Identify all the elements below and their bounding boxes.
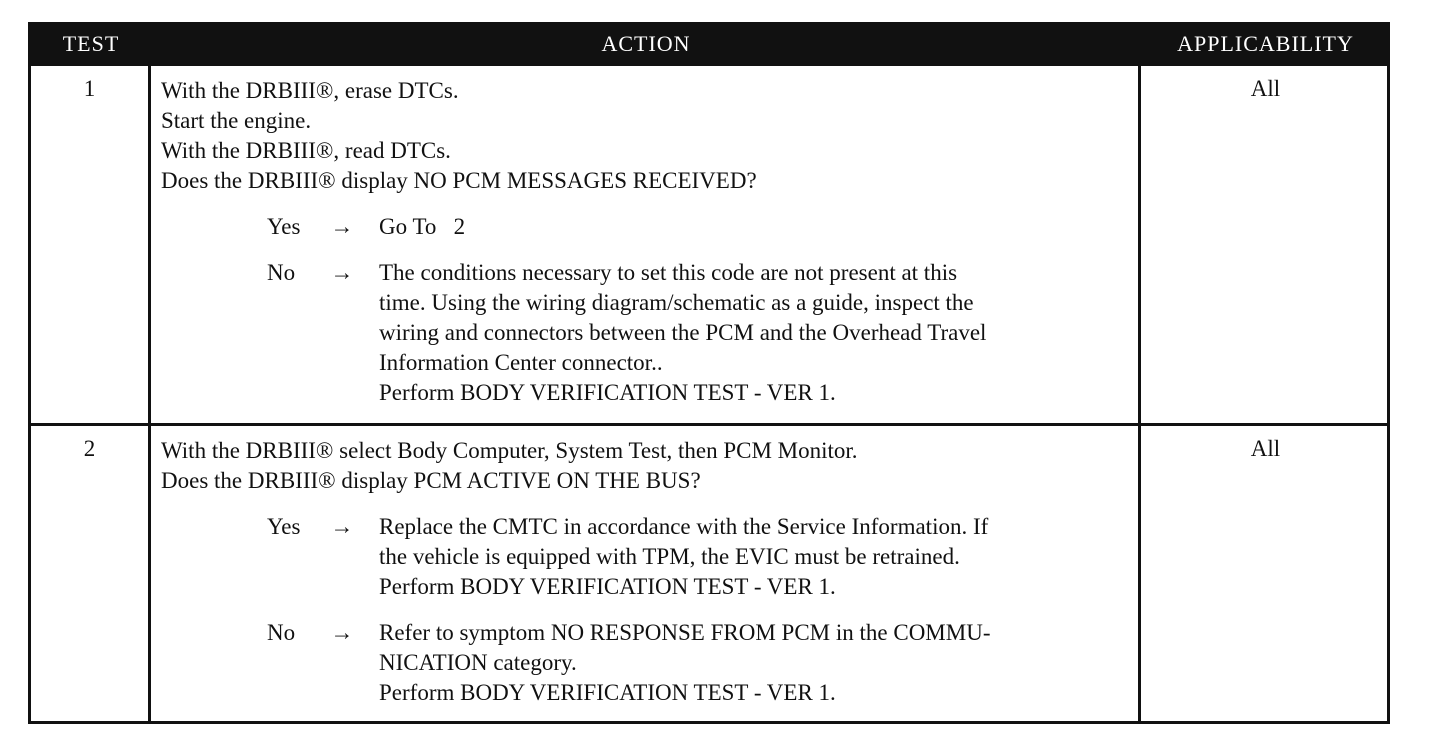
test-number: 1 (31, 66, 151, 423)
table-row: 2 With the DRBIII® select Body Computer,… (31, 423, 1387, 724)
diagnostic-table: TEST ACTION APPLICABILITY 1 With the DRB… (28, 22, 1390, 724)
branch-yes: Yes → Replace the CMTC in accordance wit… (161, 512, 1138, 602)
arrow-icon: → (330, 214, 354, 239)
header-action: ACTION (601, 31, 691, 56)
branch-line: Information Center connector.. (379, 350, 663, 375)
action-line: Does the DRBIII® display NO PCM MESSAGES… (161, 168, 757, 193)
branch-label: No (267, 620, 296, 645)
header-test: TEST (62, 31, 120, 56)
branch-label: Yes (267, 214, 301, 239)
applicability-value: All (1250, 436, 1281, 461)
applicability-value: All (1250, 76, 1281, 101)
branch-body: Refer to symptom NO RESPONSE FROM PCM in… (379, 618, 1139, 708)
branch-line: Perform BODY VERIFICATION TEST - VER 1. (379, 680, 836, 705)
branch-yes: Yes → Go To 2 (161, 212, 1138, 242)
arrow-icon: → (330, 620, 354, 645)
table-row: 1 With the DRBIII®, erase DTCs. Start th… (31, 63, 1387, 423)
branch-label: Yes (267, 514, 301, 539)
arrow-icon: → (330, 260, 354, 285)
header-applicability: APPLICABILITY (1177, 31, 1354, 56)
branch-body: Replace the CMTC in accordance with the … (379, 512, 1139, 602)
branch-line: Perform BODY VERIFICATION TEST - VER 1. (379, 574, 836, 599)
branch-line: NICATION category. (379, 650, 577, 675)
action-line: With the DRBIII®, read DTCs. (161, 138, 451, 163)
branch-body: The conditions necessary to set this cod… (379, 258, 1139, 408)
branch-line: The conditions necessary to set this cod… (379, 260, 958, 285)
branch-line: Go To 2 (379, 214, 466, 239)
branch-line: Replace the CMTC in accordance with the … (379, 514, 989, 539)
branch-line: time. Using the wiring diagram/schematic… (379, 290, 974, 315)
action-line: With the DRBIII® select Body Computer, S… (161, 438, 858, 463)
action-cell: With the DRBIII® select Body Computer, S… (151, 426, 1141, 724)
branch-line: Refer to symptom NO RESPONSE FROM PCM in… (379, 620, 991, 645)
branch-no: No → Refer to symptom NO RESPONSE FROM P… (161, 618, 1138, 708)
action-line: Start the engine. (161, 108, 312, 133)
branch-line: Perform BODY VERIFICATION TEST - VER 1. (379, 380, 836, 405)
action-cell: With the DRBIII®, erase DTCs. Start the … (151, 66, 1141, 423)
table-header: TEST ACTION APPLICABILITY (31, 25, 1387, 63)
branch-line: the vehicle is equipped with TPM, the EV… (379, 544, 960, 569)
action-line: With the DRBIII®, erase DTCs. (161, 78, 459, 103)
branch-line: wiring and connectors between the PCM an… (379, 320, 987, 345)
branch-body: Go To 2 (379, 212, 1139, 242)
arrow-icon: → (330, 514, 354, 539)
action-line: Does the DRBIII® display PCM ACTIVE ON T… (161, 468, 701, 493)
branch-label: No (267, 260, 296, 285)
test-number: 2 (31, 426, 151, 724)
branch-no: No → The conditions necessary to set thi… (161, 258, 1138, 408)
